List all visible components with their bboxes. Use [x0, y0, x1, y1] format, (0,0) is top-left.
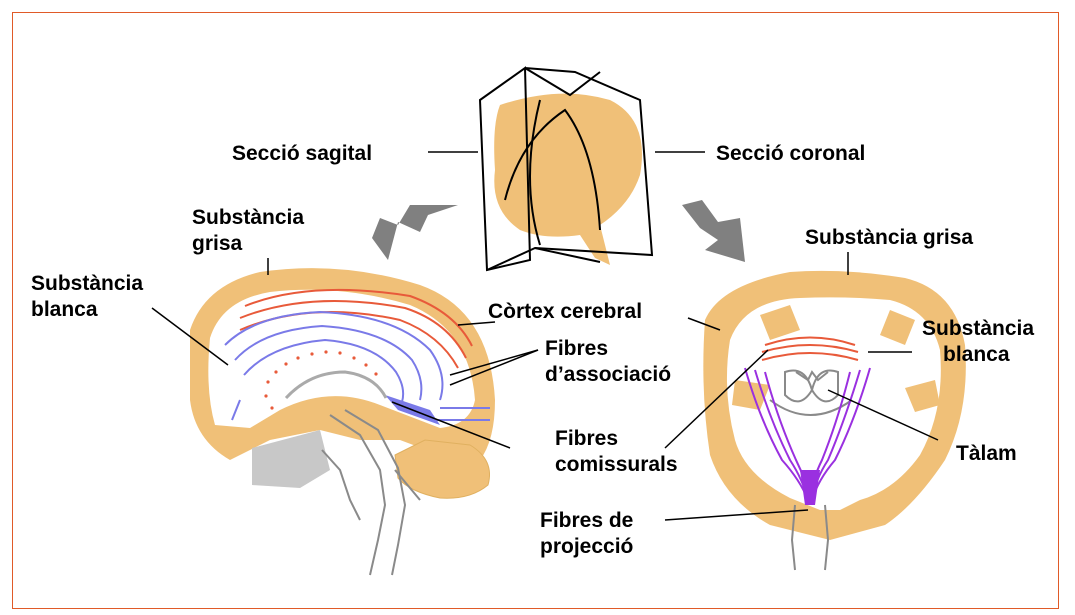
label-seccio-coronal: Secció coronal [716, 142, 865, 165]
label-coronal-blanca-line1: Substància [922, 317, 1034, 340]
top-brain [494, 94, 642, 265]
arrow-to-sagittal [372, 205, 458, 260]
label-talam: Tàlam [956, 442, 1017, 465]
section-planes-illustration [428, 68, 705, 270]
label-sagital-grisa-line1: Substància [192, 206, 304, 229]
label-seccio-sagital: Secció sagital [232, 142, 372, 165]
label-coronal-grisa: Substància grisa [805, 226, 973, 249]
label-fibres-associacio-line1: Fibres [545, 337, 608, 360]
label-cortex-cerebral: Còrtex cerebral [488, 300, 642, 323]
coronal-section [703, 271, 966, 570]
sagittal-cerebellum [395, 440, 490, 498]
arrow-to-coronal [682, 200, 745, 262]
label-sagital-blanca-line1: Substància [31, 272, 143, 295]
label-fibres-associacio-line2: d’associació [545, 363, 671, 386]
label-fibres-comissurals-line1: Fibres [555, 427, 618, 450]
label-coronal-blanca-line2: blanca [943, 343, 1010, 366]
label-fibres-comissurals-line2: comissurals [555, 453, 678, 476]
label-sagital-grisa-line2: grisa [192, 232, 243, 255]
label-sagital-blanca-line2: blanca [31, 298, 98, 321]
label-fibres-projeccio-line2: projecció [540, 535, 633, 558]
sagittal-section [190, 268, 495, 575]
label-fibres-projeccio-line1: Fibres de [540, 509, 633, 532]
